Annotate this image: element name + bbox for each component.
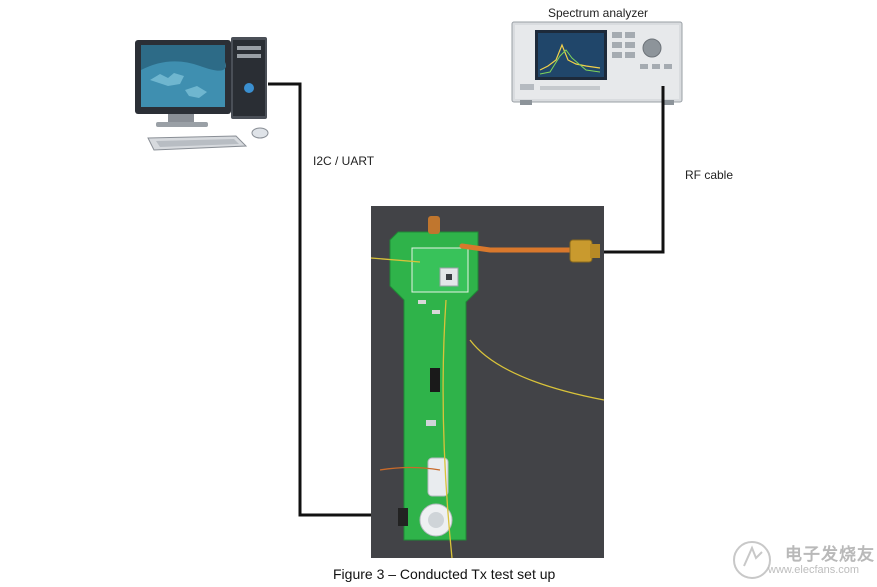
- spectrum-analyzer-label: Spectrum analyzer: [548, 6, 649, 20]
- i2c-uart-label: I2C / UART: [313, 154, 375, 168]
- figure-caption: Figure 3 – Conducted Tx test set up: [333, 566, 556, 582]
- rf-cable-label: RF cable: [685, 168, 734, 182]
- pcb-board-photo: [370, 206, 605, 559]
- rf-cable-line: [600, 86, 665, 254]
- elecfans-watermark-icon: [733, 541, 771, 579]
- desktop-computer-icon: [135, 37, 269, 151]
- watermark-url: www.elecfans.com: [768, 564, 860, 576]
- watermark-text: 电子发烧友: [785, 545, 875, 564]
- i2c-uart-cable: [268, 82, 405, 517]
- spectrum-analyzer-icon: [511, 21, 683, 105]
